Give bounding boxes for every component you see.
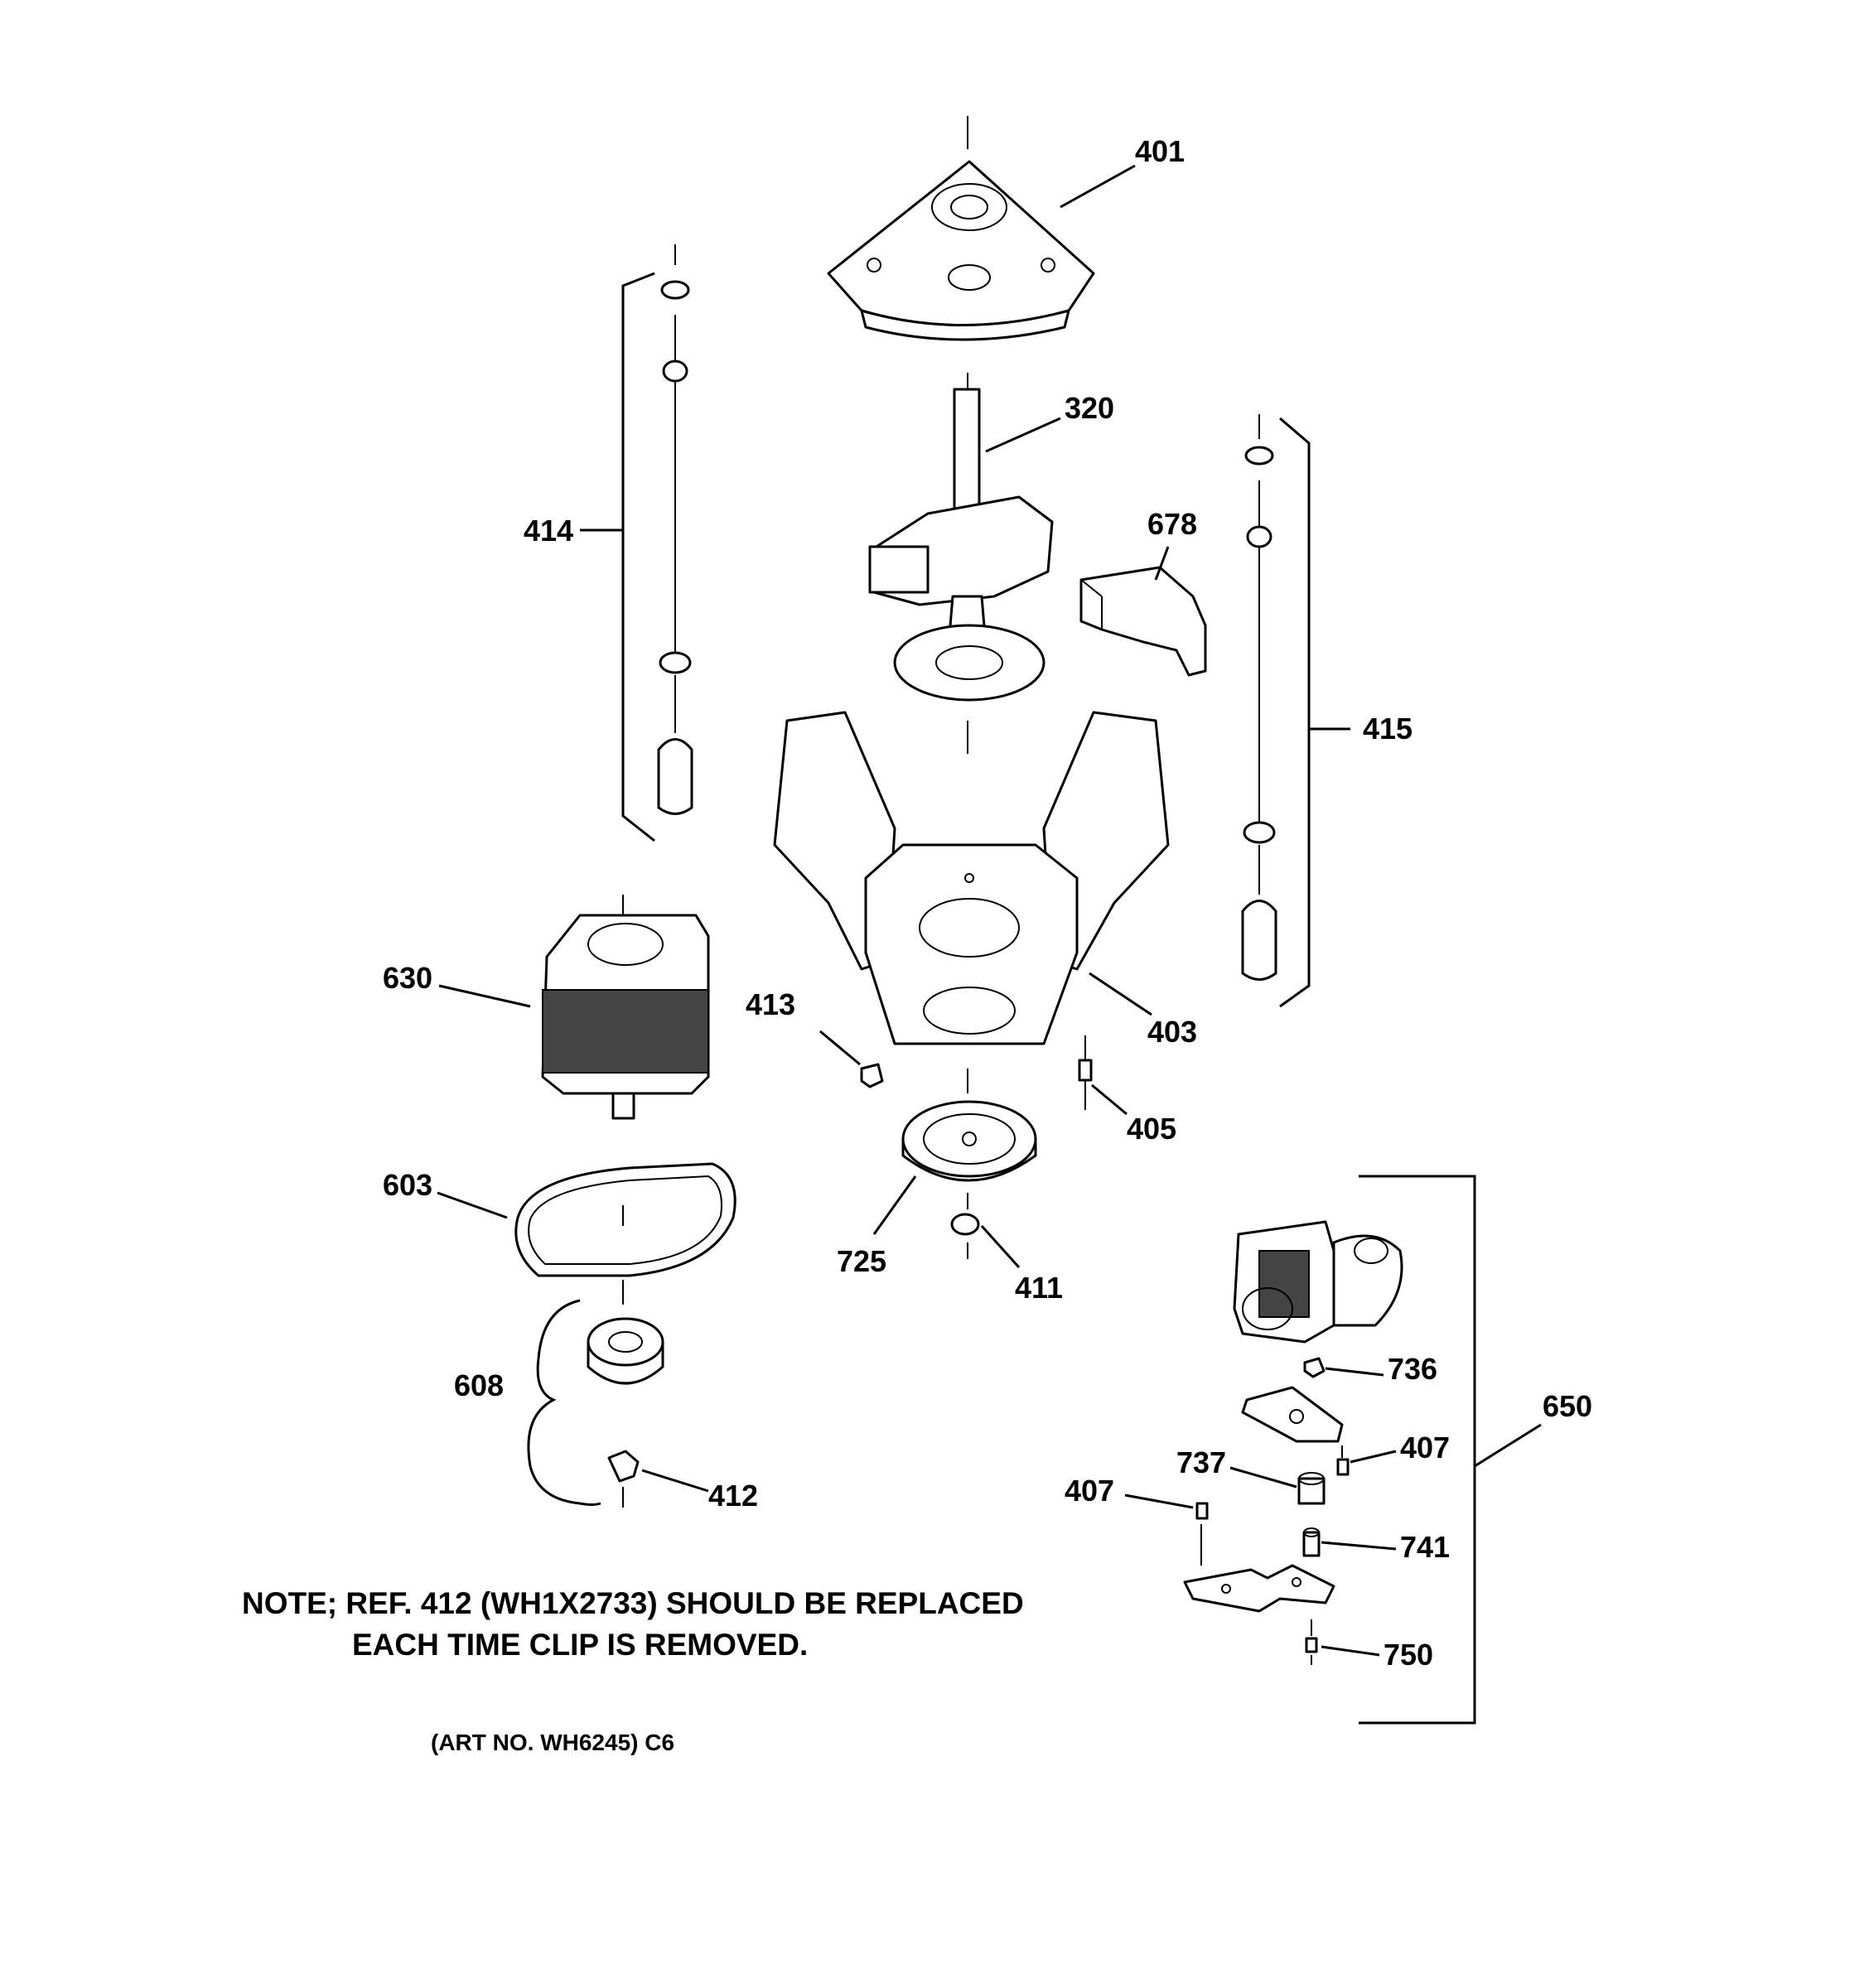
part-403-drawing: [773, 711, 1170, 1045]
leader-737: [1229, 1466, 1297, 1489]
label-411: 411: [1015, 1271, 1063, 1305]
label-650: 650: [1543, 1389, 1592, 1423]
label-407-left: 407: [1065, 1474, 1114, 1508]
part-650-drawing: [1183, 1175, 1542, 1725]
leader-411: [980, 1224, 1021, 1269]
leader-736: [1325, 1367, 1384, 1377]
leader-603: [437, 1191, 508, 1219]
leader-741: [1321, 1541, 1397, 1551]
part-608-drawing: [527, 1280, 664, 1506]
leader-403: [1089, 972, 1152, 1016]
leader-412: [641, 1469, 709, 1493]
label-725: 725: [837, 1244, 886, 1278]
label-401: 401: [1135, 134, 1185, 168]
label-630: 630: [383, 961, 432, 995]
part-320-drawing: [868, 388, 1054, 754]
note-line-2: EACH TIME CLIP IS REMOVED.: [352, 1628, 808, 1662]
part-725-drawing: [901, 1069, 1037, 1182]
label-736: 736: [1388, 1352, 1437, 1386]
part-413-drawing: [860, 1063, 884, 1088]
part-678-drawing: [1079, 566, 1207, 677]
part-405-drawing: [1078, 1035, 1093, 1110]
label-608: 608: [454, 1368, 504, 1402]
part-401-drawing: [827, 116, 1095, 393]
label-407-right: 407: [1400, 1431, 1450, 1464]
part-411-drawing: [950, 1193, 980, 1259]
part-630-drawing: [541, 895, 710, 1120]
art-number: (ART NO. WH6245) C6: [431, 1730, 674, 1755]
label-678: 678: [1147, 507, 1197, 541]
leader-401: [1060, 164, 1136, 209]
leader-405: [1091, 1083, 1128, 1116]
label-415: 415: [1363, 712, 1412, 746]
label-737: 737: [1176, 1445, 1226, 1479]
label-741: 741: [1400, 1530, 1450, 1564]
part-603-drawing: [514, 1162, 736, 1277]
label-320: 320: [1065, 391, 1114, 425]
leader-630: [438, 984, 531, 1008]
label-412: 412: [708, 1479, 758, 1513]
leader-750: [1321, 1645, 1380, 1657]
note-line-1: NOTE; REF. 412 (WH1X2733) SHOULD BE REPL…: [242, 1586, 1024, 1620]
label-403: 403: [1147, 1015, 1197, 1049]
leader-678: [1154, 546, 1170, 581]
label-603: 603: [383, 1168, 432, 1202]
leader-320: [985, 417, 1061, 453]
part-412-drawing: [607, 1450, 640, 1508]
part-414-drawing: [580, 244, 693, 842]
part-415-drawing: [1241, 414, 1350, 1008]
leader-413: [819, 1030, 861, 1066]
label-405: 405: [1127, 1112, 1176, 1146]
leader-407-left: [1124, 1493, 1194, 1509]
label-414: 414: [524, 514, 573, 548]
leader-725: [872, 1175, 917, 1235]
label-413: 413: [746, 987, 795, 1021]
leader-407-right: [1350, 1450, 1397, 1464]
label-750: 750: [1384, 1638, 1433, 1672]
